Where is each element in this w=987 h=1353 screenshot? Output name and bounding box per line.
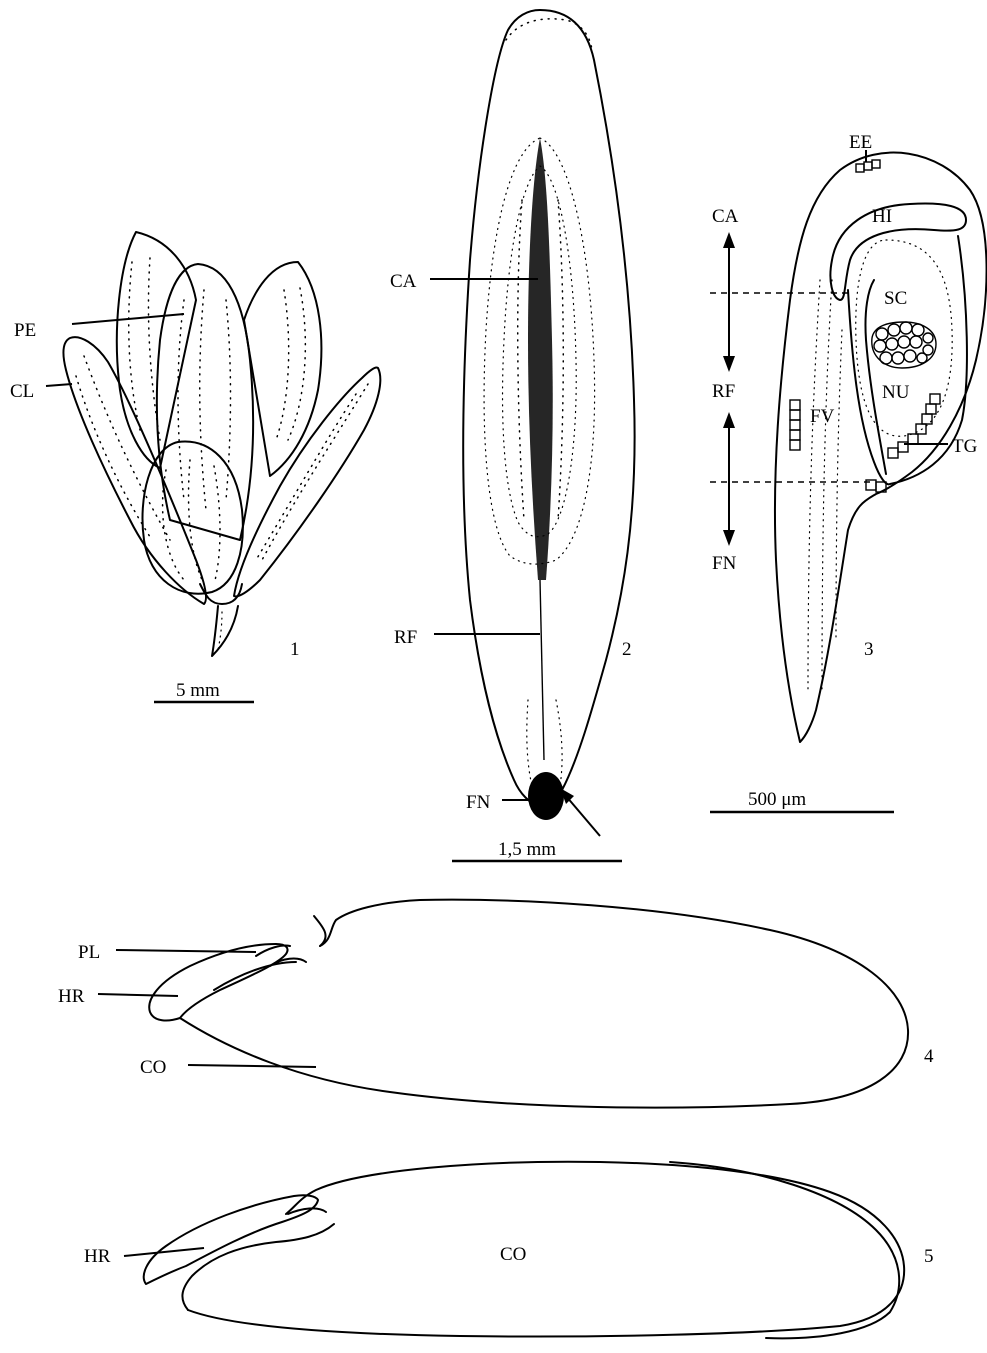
right-sepal xyxy=(234,367,380,596)
epidermal-cells-top xyxy=(856,160,880,172)
axis-label-rf: RF xyxy=(712,381,735,402)
label-co-4: CO xyxy=(140,1057,166,1078)
second-cotyledon-5 xyxy=(670,1162,899,1338)
label-ca: CA xyxy=(390,271,417,292)
figure-2-seed: CA RF FN 2 1,5 mm xyxy=(390,10,635,861)
hr-leader-5 xyxy=(124,1248,204,1256)
label-ee: EE xyxy=(849,132,872,153)
cotyledon-outline-5 xyxy=(188,1162,904,1337)
label-fn: FN xyxy=(466,792,491,813)
label-cl: CL xyxy=(10,381,34,402)
fn-arrow xyxy=(566,796,600,836)
raphe xyxy=(540,580,544,760)
axis-label-fn: FN xyxy=(712,553,737,574)
hypocotyl-radicle-4 xyxy=(149,944,287,1020)
label-pl: PL xyxy=(78,942,100,963)
figure-1-flower: PE CL 1 5 mm xyxy=(10,232,380,702)
scale-label-2: 1,5 mm xyxy=(498,839,556,860)
funicle-cells xyxy=(790,400,886,492)
inner-integument xyxy=(830,204,966,300)
back-left-petal xyxy=(117,232,196,468)
label-sc: SC xyxy=(884,288,907,309)
testa-cells xyxy=(888,394,940,458)
axis-label-ca: CA xyxy=(712,206,739,227)
pedicel xyxy=(212,606,238,656)
chalaza-axis xyxy=(528,138,553,580)
label-co-5: CO xyxy=(500,1244,526,1265)
figure-number-5: 5 xyxy=(924,1246,934,1267)
back-right-petal xyxy=(244,262,321,476)
figure-4-embryo: PL HR CO 4 xyxy=(58,900,934,1108)
label-nu: NU xyxy=(882,382,910,403)
pe-leader xyxy=(72,314,184,324)
figure-number-3: 3 xyxy=(864,639,874,660)
label-hr-5: HR xyxy=(84,1246,111,1267)
left-sepal xyxy=(63,337,206,604)
cotyledon-outline-4 xyxy=(180,900,908,1108)
figure-3-ovule: EE HI SC NU FV TG CA RF FN 3 500 μm xyxy=(710,132,987,812)
label-rf: RF xyxy=(394,627,417,648)
funicle xyxy=(528,772,564,820)
figure-number-2: 2 xyxy=(622,639,632,660)
figure-5-embryo: HR CO 5 xyxy=(84,1162,934,1339)
label-hi: HI xyxy=(872,206,892,227)
figure-number-1: 1 xyxy=(290,639,300,660)
hr-leader-4 xyxy=(98,994,178,996)
label-fv: FV xyxy=(810,406,835,427)
co-leader-4 xyxy=(188,1065,316,1067)
scale-label-3: 500 μm xyxy=(748,789,806,810)
figure-number-4: 4 xyxy=(924,1046,934,1067)
cl-leader xyxy=(46,384,72,386)
nucellus-cells xyxy=(872,322,936,368)
label-tg: TG xyxy=(952,436,978,457)
scale-label-1: 5 mm xyxy=(176,680,220,701)
label-pe: PE xyxy=(14,320,36,341)
label-hr-4: HR xyxy=(58,986,85,1007)
